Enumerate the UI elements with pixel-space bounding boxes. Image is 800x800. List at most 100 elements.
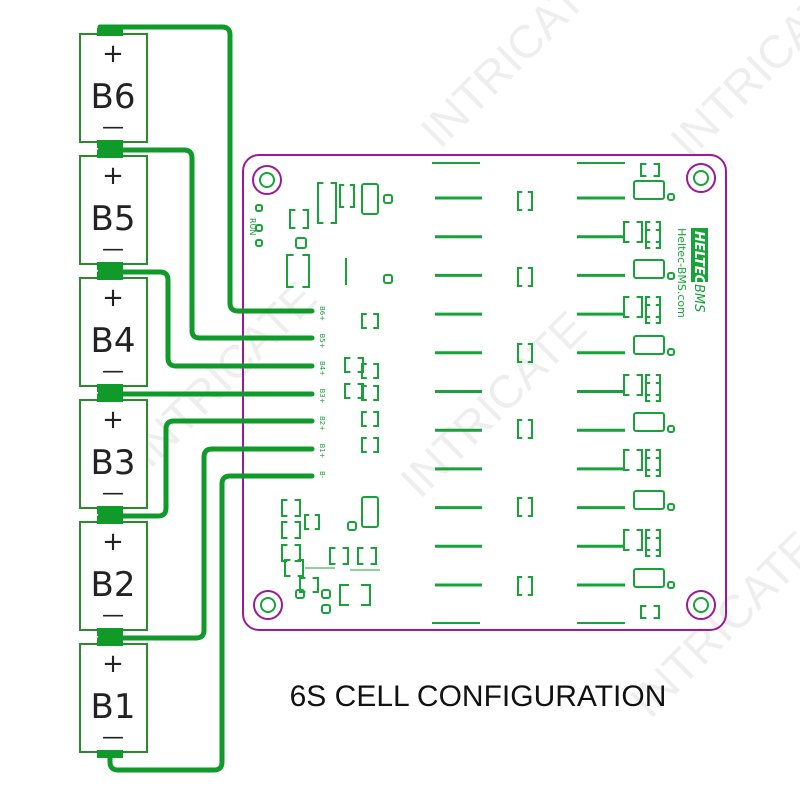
component-outline <box>623 296 643 318</box>
component-outline <box>517 267 533 287</box>
cell-minus-sign: — <box>102 115 124 140</box>
cell-minus-sign: — <box>102 237 124 262</box>
brand-website: Heltec-BMS.com <box>675 228 688 318</box>
component-outline <box>623 221 643 243</box>
component-outline <box>344 357 364 373</box>
component-outline <box>289 209 309 229</box>
cell-terminal-tab <box>97 638 123 646</box>
component-outline <box>633 335 665 355</box>
component-outline <box>623 449 643 471</box>
pin-label: B3+ <box>318 389 326 404</box>
component-outline <box>645 374 661 396</box>
cell-plus-sign: + <box>102 39 124 69</box>
component-outline <box>321 604 331 614</box>
diagram-caption: 6S CELL CONFIGURATION <box>290 680 667 713</box>
component-outline <box>281 544 301 562</box>
cell-minus-sign: — <box>102 725 124 750</box>
mounting-hole-bottom-right <box>686 590 716 620</box>
component-outline <box>645 304 661 324</box>
cell-b3: +B3— <box>79 394 148 514</box>
component-outline <box>517 343 533 363</box>
component-outline <box>361 385 379 401</box>
component-outline <box>667 272 675 280</box>
cell-body <box>79 155 148 265</box>
cell-terminal-tab <box>97 28 123 36</box>
cell-plus-sign: + <box>102 649 124 679</box>
component-outline <box>347 521 357 531</box>
component-outline <box>284 559 304 577</box>
component-outline <box>517 497 533 517</box>
component-outline <box>281 499 301 517</box>
cell-minus-sign: — <box>102 481 124 506</box>
component-outline <box>281 521 301 539</box>
component-outline <box>633 412 665 432</box>
cell-terminal-tab <box>97 140 123 148</box>
component-outline <box>667 503 675 511</box>
component-outline <box>667 193 675 201</box>
cell-name: B6 <box>91 77 136 117</box>
watermark-text: INTRICATE <box>660 0 800 167</box>
component-outline <box>317 182 337 224</box>
balance-wires <box>97 24 315 773</box>
brand-block: HELTEC BMS Heltec-BMS.com <box>675 228 708 318</box>
cell-body <box>79 643 148 753</box>
mounting-hole-bottom-right-inner <box>693 597 709 613</box>
cell-name: B1 <box>91 687 136 727</box>
cell-name: B4 <box>91 321 136 361</box>
component-outline <box>517 191 533 211</box>
pin-label: B6+ <box>318 306 326 321</box>
pin-label: B4+ <box>318 361 326 376</box>
cell-terminal-tab <box>97 516 123 524</box>
component-outline <box>645 537 661 557</box>
wire-b-minus <box>107 473 315 773</box>
wire-b1-plus <box>97 446 315 641</box>
mounting-hole-top-left <box>252 165 282 195</box>
cell-name: B3 <box>91 443 136 483</box>
cell-terminal-tab <box>97 394 123 402</box>
pin-label: B2+ <box>318 416 326 431</box>
component-outline <box>361 437 379 453</box>
battery-cells: +B6—+B5—+B4—+B3—+B2—+B1— <box>79 28 148 758</box>
component-outline <box>645 457 661 477</box>
component-outline <box>633 259 665 279</box>
cell-b4: + B4— <box>79 272 148 392</box>
cell-terminal-tab <box>97 262 123 270</box>
component-outline <box>295 589 305 599</box>
cell-b1: + B1— <box>79 638 148 758</box>
pin-label: B1+ <box>318 444 326 459</box>
component-outline <box>357 547 377 565</box>
component-outline <box>623 374 643 396</box>
component-outline <box>383 194 393 204</box>
component-outline <box>344 383 364 399</box>
component-outline <box>645 382 661 402</box>
cell-minus-sign: — <box>102 359 124 384</box>
component-outline <box>361 183 379 215</box>
cell-b5: +B5— <box>79 150 148 270</box>
wire-b6-plus <box>97 24 315 314</box>
component-outline <box>329 547 349 565</box>
component-outline <box>383 274 393 284</box>
cell-terminal-tab <box>97 506 123 514</box>
component-outline <box>667 348 675 356</box>
component-outline <box>633 568 665 588</box>
component-outline <box>286 254 310 288</box>
component-outline <box>361 363 379 379</box>
cell-body <box>79 33 148 143</box>
watermark-text: INTRICATE <box>390 301 596 507</box>
cell-b6: + B6— <box>79 28 148 148</box>
wire-b4-plus <box>97 269 315 369</box>
component-outline <box>339 184 355 208</box>
component-outline <box>295 237 307 249</box>
cell-body <box>79 277 148 387</box>
component-outline <box>667 581 675 589</box>
cell-minus-sign: — <box>102 603 124 628</box>
component-outline <box>339 584 371 606</box>
run-label: RUN <box>248 218 257 235</box>
cell-plus-sign: + <box>102 283 124 313</box>
component-outline <box>640 605 660 619</box>
mounting-hole-top-right <box>686 163 716 193</box>
component-outline <box>299 577 319 593</box>
pin-label-group: B6+B5+B4+B3+B2+B1+B- <box>318 306 326 479</box>
wire-b5-plus <box>97 147 315 341</box>
wire-b2-plus <box>97 418 315 519</box>
